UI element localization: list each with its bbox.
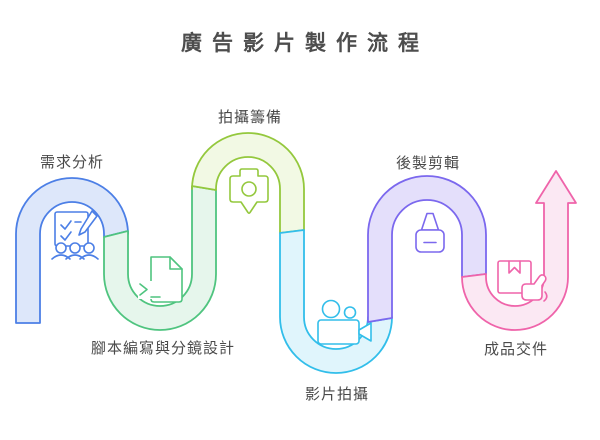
- tube-segment-script: [103, 185, 217, 331]
- step-requirements: [15, 177, 129, 324]
- step-label-delivery: 成品交件: [483, 341, 549, 358]
- survey-team-icon: [51, 210, 99, 260]
- tube-segment-editing: [367, 175, 487, 323]
- step-editing: [367, 175, 487, 323]
- glue-editing-icon: [415, 212, 445, 253]
- page-title: 廣告影片製作流程: [181, 32, 429, 55]
- step-label-preparation: 拍攝籌備: [217, 109, 283, 126]
- step-label-editing: 後製剪輯: [395, 155, 461, 172]
- step-label-script: 腳本編寫與分鏡設計: [90, 340, 236, 357]
- step-label-requirements: 需求分析: [39, 154, 105, 171]
- step-preparation: [191, 132, 305, 234]
- tube-segment-delivery-arrow: [461, 170, 577, 331]
- video-camera-icon: [317, 299, 372, 345]
- package-delivery-icon: [497, 260, 548, 302]
- step-script: [103, 185, 217, 331]
- step-shooting: [279, 229, 393, 374]
- tube-segment-preparation: [191, 132, 305, 234]
- step-label-shooting: 影片拍攝: [304, 386, 370, 403]
- camera-icon: [229, 168, 269, 214]
- step-delivery: [461, 170, 577, 331]
- script-document-icon: [138, 256, 183, 303]
